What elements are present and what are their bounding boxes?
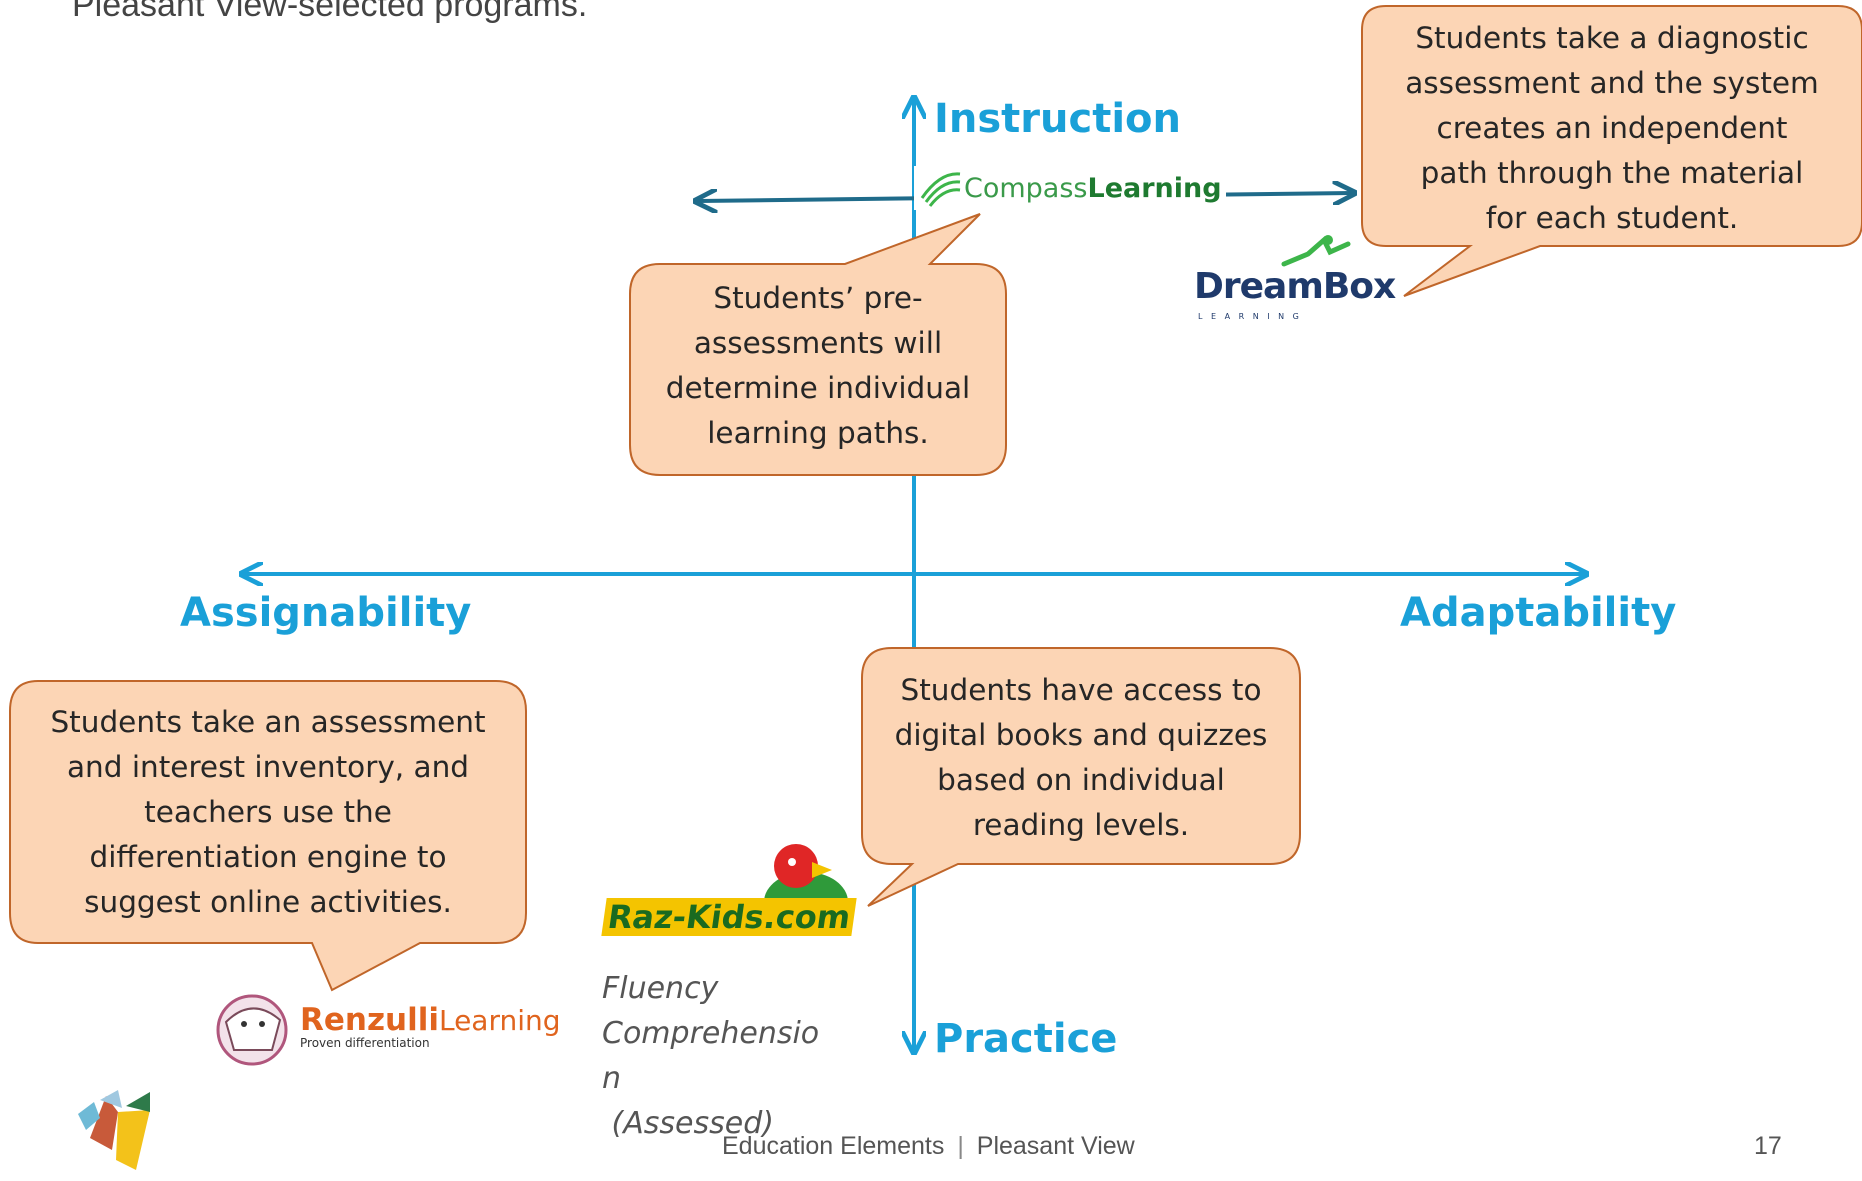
renzulli-tagline: Proven differentiation <box>300 1036 430 1050</box>
axis-label-left: Assignability <box>180 590 472 636</box>
footer-separator: | <box>957 1132 964 1160</box>
callout-razkids-shape <box>861 647 1301 907</box>
dreambox-subtext: L E A R N I N G <box>1198 312 1302 321</box>
footer-org: Education Elements | Pleasant View <box>722 1132 1135 1160</box>
callout-compass-shape <box>629 213 1007 476</box>
intro-text: Pleasant View-selected programs. <box>72 0 588 24</box>
compass-swirl-icon <box>920 172 961 207</box>
callout-renzulli-shape <box>9 680 527 992</box>
footer-site: Pleasant View <box>976 1132 1135 1160</box>
renzulli-logo: RenzulliLearning Proven differentiation <box>300 1002 561 1050</box>
page-number: 17 <box>1754 1132 1782 1160</box>
compass-prefix: Compass <box>964 172 1088 204</box>
renzulli-suffix: Learning <box>438 1004 561 1037</box>
axis-label-right: Adaptability <box>1400 590 1677 636</box>
renzulli-wordmark: Renzulli <box>300 1002 439 1038</box>
callout-dreambox-shape <box>1361 5 1862 297</box>
dreambox-runner-icon <box>1281 235 1351 267</box>
axis-label-bottom: Practice <box>934 1016 1118 1062</box>
compass-suffix: Learning <box>1087 172 1222 204</box>
razkids-logo: Raz-Kids.com <box>601 898 857 936</box>
axis-label-top: Instruction <box>934 96 1181 142</box>
education-elements-logo <box>78 1090 150 1170</box>
dreambox-wordmark: DreamBox <box>1194 266 1396 307</box>
